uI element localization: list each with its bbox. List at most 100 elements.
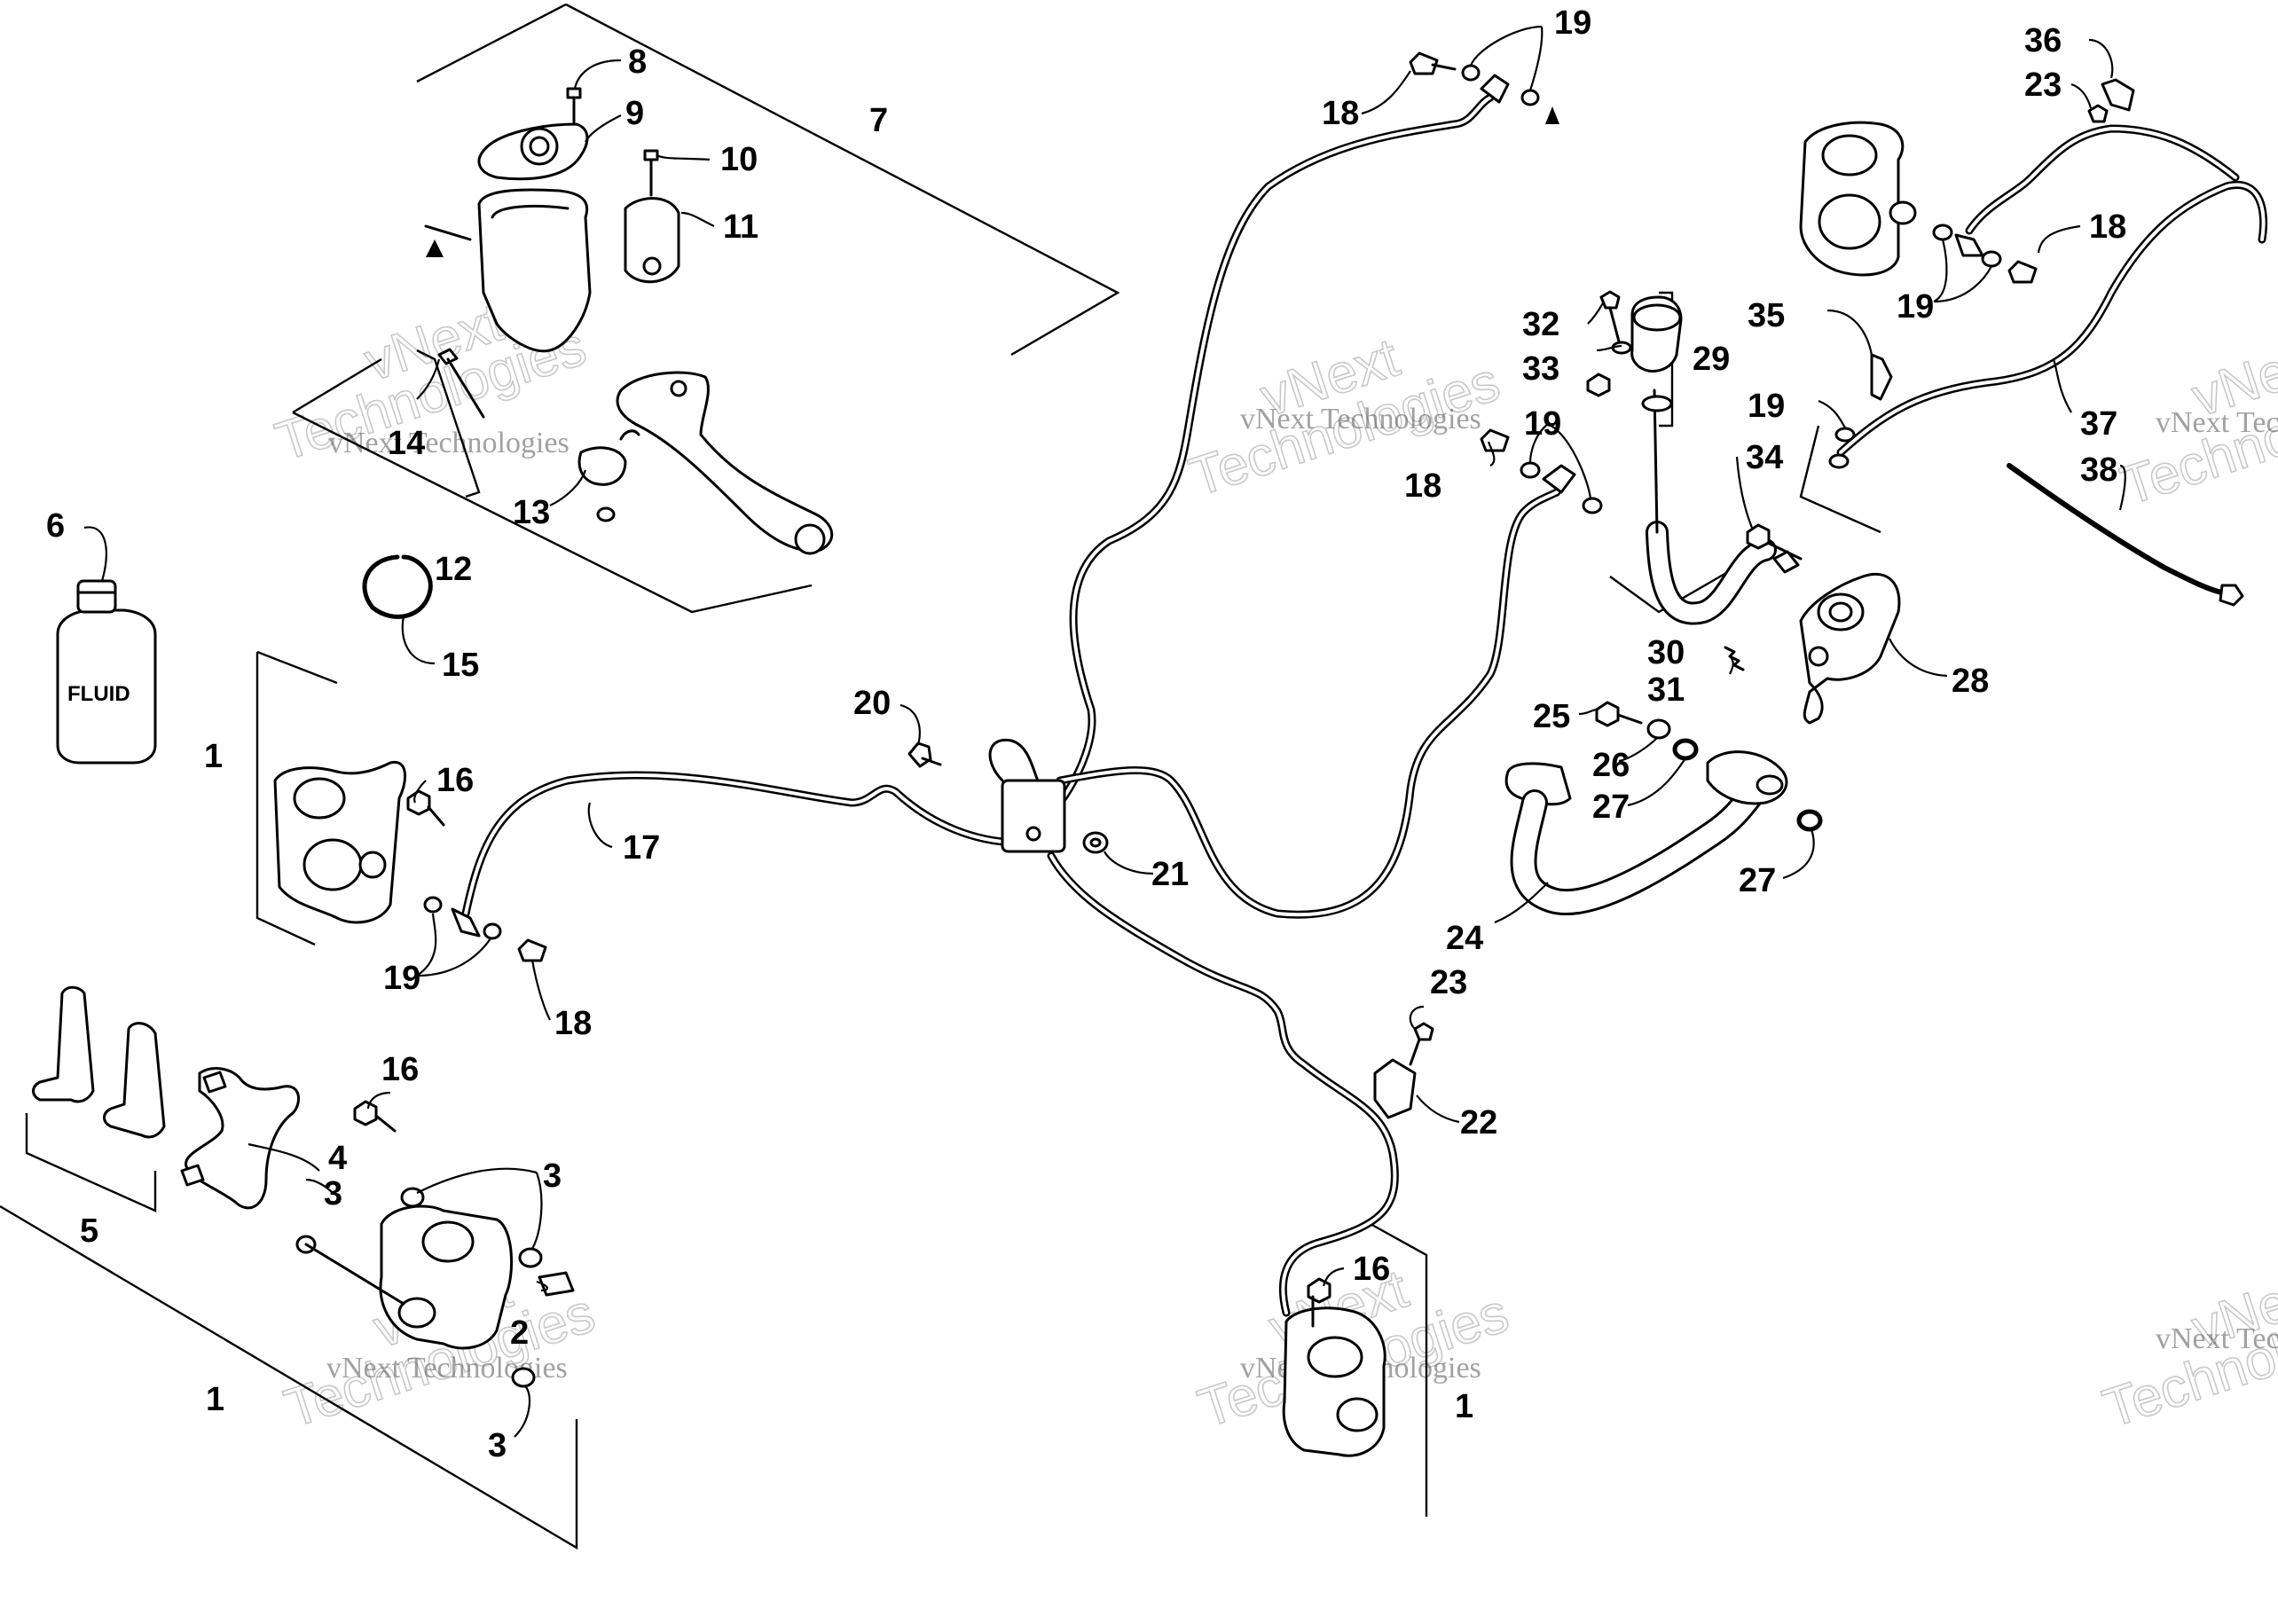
caliper-piston [293, 777, 346, 820]
bolt-16-head [406, 789, 431, 816]
callout-22: 22 [1460, 1104, 1497, 1142]
bolt-25-head [1595, 701, 1620, 727]
callout-8: 8 [628, 43, 647, 81]
leader-6 [83, 526, 107, 582]
banjo-bolt-18b-head [2007, 260, 2038, 284]
crush-washer-19i [1834, 427, 1856, 443]
crush-washer-19f [1520, 89, 1540, 106]
callout-16: 16 [1353, 1251, 1390, 1288]
pivot-bolt-14-head [437, 348, 459, 365]
callout-14: 14 [388, 425, 425, 462]
cable-tie-strap [2007, 463, 2225, 595]
leader-3d [514, 1385, 530, 1438]
group-brackets [0, 3, 1881, 1550]
rear-caliper-port [1307, 1336, 1363, 1378]
callout-5: 5 [80, 1212, 98, 1250]
banjo-bolt-18d-head [1480, 428, 1510, 452]
reservoir-tube [1653, 388, 1659, 534]
callout-28: 28 [1952, 663, 1989, 700]
leader-24 [1494, 882, 1549, 924]
callout-4: 4 [328, 1140, 347, 1177]
leader-19m [1547, 423, 1592, 499]
rear-lower-caliper [1282, 1277, 1386, 1457]
banjo-bolt-18c-shaft [1431, 63, 1457, 71]
callout-18: 18 [554, 1005, 592, 1042]
front-left-caliper [273, 760, 547, 962]
leader-18b [2037, 224, 2081, 254]
leader-36 [2088, 38, 2114, 79]
leader-26 [1618, 737, 1658, 763]
caliper-port [358, 851, 387, 879]
bracket-5 [25, 1113, 157, 1212]
alignment-arrow-icon-2 [1545, 106, 1559, 124]
leader-17 [587, 802, 613, 849]
brake-line-37b-core [1968, 127, 2237, 232]
watermark-text: vNext Technologies [1240, 403, 1481, 435]
leader-18a [530, 959, 551, 1021]
callout-3: 3 [543, 1157, 562, 1195]
bolt-23-head [1413, 1022, 1434, 1041]
brake-pedal-assembly [1504, 701, 1823, 915]
leader-13 [549, 469, 587, 506]
bolt-20-head [907, 741, 932, 768]
brake-line-17 [461, 771, 1025, 918]
rear-master-hole [1808, 646, 1829, 667]
washer-26 [1646, 718, 1671, 740]
leader-20 [899, 703, 921, 746]
clamp-hole [642, 256, 662, 276]
leader-19a [416, 913, 437, 977]
caliper-bracket-4 [185, 1067, 301, 1210]
leader-19b [416, 938, 491, 977]
callout-10: 10 [720, 141, 758, 178]
callout-27: 27 [1739, 862, 1776, 899]
bolt-23-shaft [1409, 1038, 1421, 1066]
leader-37 [2052, 358, 2072, 413]
callout-labels: 1 2 3 4 5 6 7 8 9 10 11 12 13 14 15 16 1… [46, 4, 2126, 1464]
callout-34: 34 [1746, 439, 1783, 476]
callout-26: 26 [1592, 747, 1630, 784]
crush-washer-19d [1981, 250, 2002, 268]
screw-8-head [566, 87, 582, 99]
t-fitting-hole [1025, 826, 1041, 842]
brake-line-mid [1056, 488, 1561, 919]
cover-diaphragm-inner [529, 136, 550, 157]
leader-19n [1469, 25, 1543, 67]
watermark-text: vNext Technologies [2156, 1322, 2278, 1355]
callout-23: 23 [1430, 964, 1467, 1001]
callout-18: 18 [1322, 95, 1359, 132]
reservoir-cap [1632, 303, 1682, 332]
bolt-16-shaft [427, 805, 445, 827]
callout-16: 16 [436, 762, 474, 799]
rear-caliper-body [1282, 1306, 1386, 1457]
upper-right-caliper [1799, 78, 2135, 284]
leader-23b [2070, 82, 2093, 109]
bracket-1c [1370, 1222, 1428, 1517]
banjo-fitting-top [1480, 74, 1510, 104]
callout-33: 33 [1522, 350, 1559, 388]
banjo-fitting-upper [1954, 233, 1984, 257]
callout-19: 19 [1524, 405, 1561, 443]
bracket-28 [1799, 425, 1881, 534]
body-rim [491, 204, 570, 219]
leader-32 [1587, 301, 1605, 325]
bracket-12-line [292, 357, 382, 414]
fluid-bottle-label: FLUID [67, 682, 130, 706]
callout-3: 3 [324, 1175, 342, 1212]
master-cylinder-assembly [424, 87, 680, 353]
callout-18: 18 [2089, 208, 2126, 246]
callout-9: 9 [625, 95, 644, 132]
crush-washer-19e [1461, 64, 1481, 82]
leader-19d [1933, 265, 1992, 303]
banjo-bolt-18c-head [1409, 51, 1439, 75]
cable-tie-38 [2007, 463, 2244, 607]
leader-16c [1322, 1267, 1345, 1287]
brake-line-17-core [464, 773, 1022, 915]
o-ring-3d [511, 1367, 536, 1388]
reservoir-hose-30-core [1648, 523, 1774, 623]
bracket-1a-top [256, 650, 338, 685]
callout-19: 19 [1897, 288, 1934, 326]
leader-15 [401, 616, 436, 665]
brake-pad-5a [32, 985, 95, 1103]
leader-19c [1933, 239, 1948, 302]
callout-32: 32 [1522, 306, 1559, 343]
